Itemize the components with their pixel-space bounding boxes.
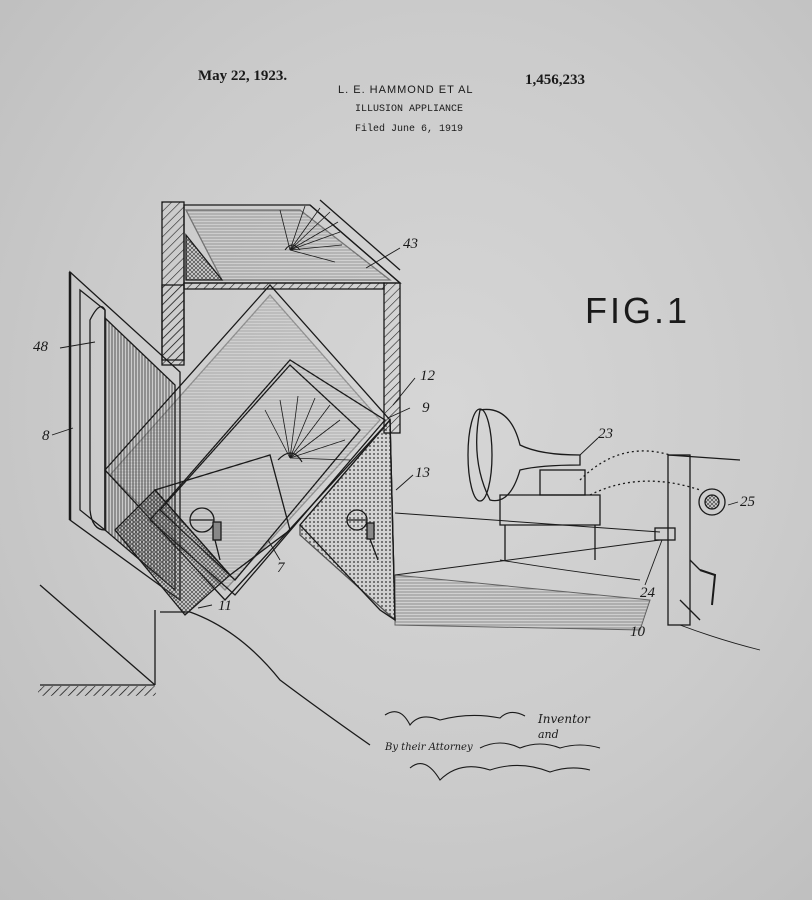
ref-7: 7: [277, 560, 285, 576]
projection-beam: [394, 512, 661, 631]
inventors: L. E. HAMMOND ET AL: [338, 84, 474, 96]
figure-umbrella-right: [346, 509, 379, 561]
patent-title: ILLUSION APPLIANCE: [355, 104, 464, 115]
reel-mechanism: [579, 450, 761, 651]
ground-section: [38, 584, 371, 746]
patent-number: 1,456,233: [525, 72, 585, 88]
ref-10: 10: [630, 624, 645, 640]
ref-48: 48: [33, 339, 48, 355]
and-label: and: [538, 728, 559, 741]
attorney-label: By their Attorney: [385, 742, 473, 753]
ref-13: 13: [415, 465, 430, 481]
ref-25: 25: [740, 494, 755, 510]
phonograph-horn: [467, 408, 641, 581]
ref-24: 24: [640, 585, 655, 601]
signatures: [384, 711, 601, 781]
stage-sunburst: [114, 364, 361, 616]
patent-date: May 22, 1923.: [198, 68, 288, 84]
figure-label: FIG.1: [585, 290, 691, 331]
filed-date: Filed June 6, 1919: [355, 124, 464, 135]
ref-43: 43: [403, 236, 418, 252]
lamp-device: [654, 527, 676, 541]
ref-23: 23: [598, 426, 613, 442]
ref-9: 9: [422, 400, 430, 416]
ref-11: 11: [218, 598, 232, 614]
ref-12: 12: [420, 368, 435, 384]
figure-umbrella-left: [189, 507, 222, 561]
ref-8: 8: [42, 428, 50, 444]
inventor-label: Inventor: [538, 712, 590, 726]
